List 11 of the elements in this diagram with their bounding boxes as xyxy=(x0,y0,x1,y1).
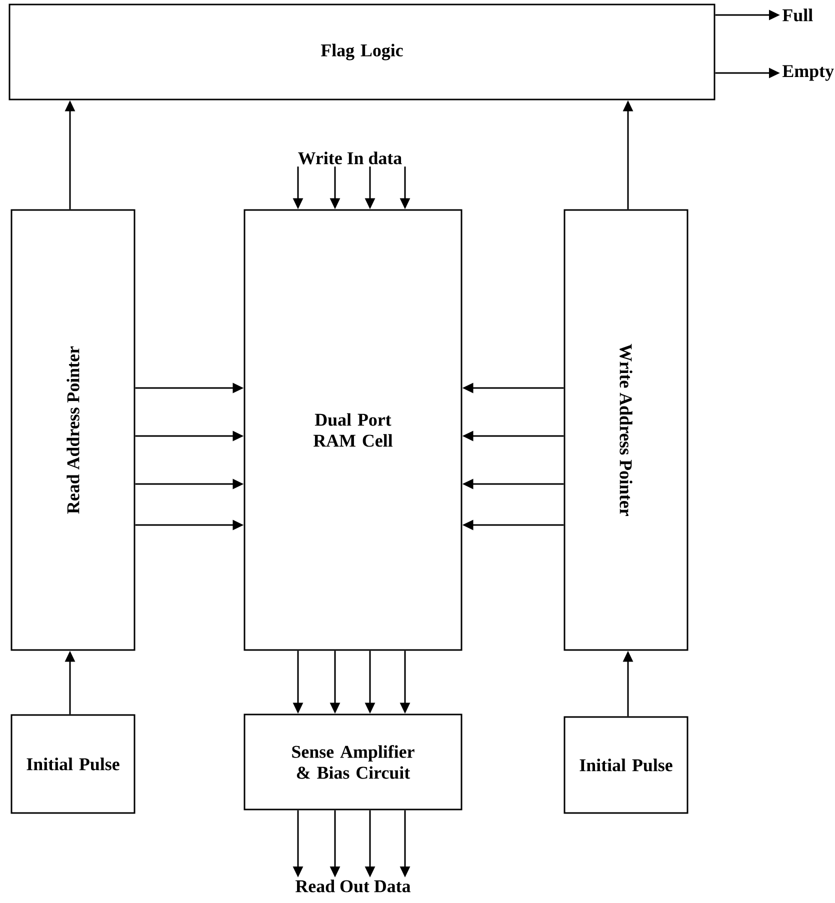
signal-label: Empty xyxy=(782,65,834,81)
memory-box: Dual Port RAM Cell xyxy=(244,209,462,651)
pointer-box: Read Address Pointer xyxy=(10,209,136,651)
signal-label: Full xyxy=(782,8,813,22)
circuit-box: Sense Amplifier & Bias Circuit xyxy=(244,714,462,810)
logic-box: Flag Logic xyxy=(8,4,716,100)
pointer-box: Write Address Pointer xyxy=(564,209,688,651)
signal-label: Read Out Data xyxy=(296,880,410,892)
pulse-box: Initial Pulse xyxy=(564,716,688,814)
signal-label: Write In data xyxy=(298,152,402,164)
pulse-box: Initial Pulse xyxy=(10,714,136,814)
